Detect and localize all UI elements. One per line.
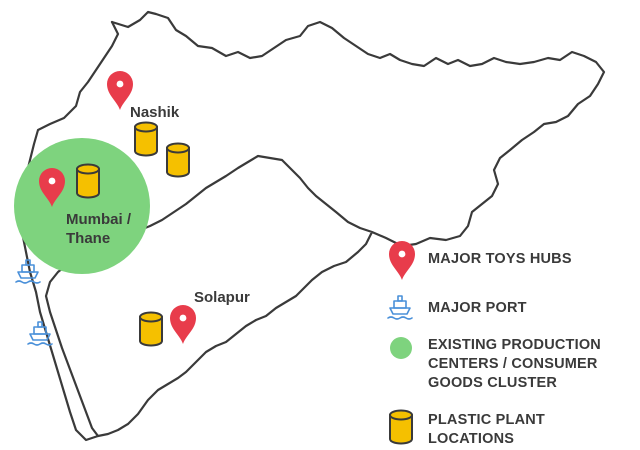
legend-plastic-label: PLASTIC PLANT LOCATIONS	[428, 411, 545, 449]
legend-map-pin-icon	[389, 241, 415, 280]
plastic-plant-solapur	[139, 311, 163, 347]
legend-toys-hubs-label: MAJOR TOYS HUBS	[428, 251, 572, 267]
legend-production-line2: CENTERS / CONSUMER	[428, 356, 598, 372]
legend-production-line3: GOODS CLUSTER	[428, 375, 558, 391]
city-label-mumbai-line2: Thane	[66, 230, 111, 247]
plastic-plant-nashik-2	[166, 142, 190, 178]
plastic-plant-nashik-1	[134, 121, 158, 157]
legend-cylinder-icon	[389, 409, 413, 445]
legend-production-label: EXISTING PRODUCTION CENTERS / CONSUMER G…	[428, 336, 601, 393]
plastic-plant-mumbai	[76, 163, 100, 199]
city-label-solapur: Solapur	[194, 289, 250, 306]
production-cluster-mumbai	[14, 138, 150, 274]
city-label-mumbai-line1: Mumbai /	[66, 211, 132, 228]
legend-plastic-line2: LOCATIONS	[428, 431, 515, 447]
toys-hub-pin-solapur	[170, 305, 196, 344]
state-outline	[44, 10, 606, 438]
city-label-mumbai-thane: Mumbai / Thane	[66, 210, 131, 248]
city-label-nashik: Nashik	[130, 104, 180, 121]
legend-production-line1: EXISTING PRODUCTION	[428, 337, 601, 353]
legend-port-label: MAJOR PORT	[428, 300, 527, 316]
legend-plastic-line1: PLASTIC PLANT	[428, 412, 545, 428]
legend-ship-icon	[387, 295, 413, 320]
legend-green-circle-icon	[390, 337, 412, 359]
